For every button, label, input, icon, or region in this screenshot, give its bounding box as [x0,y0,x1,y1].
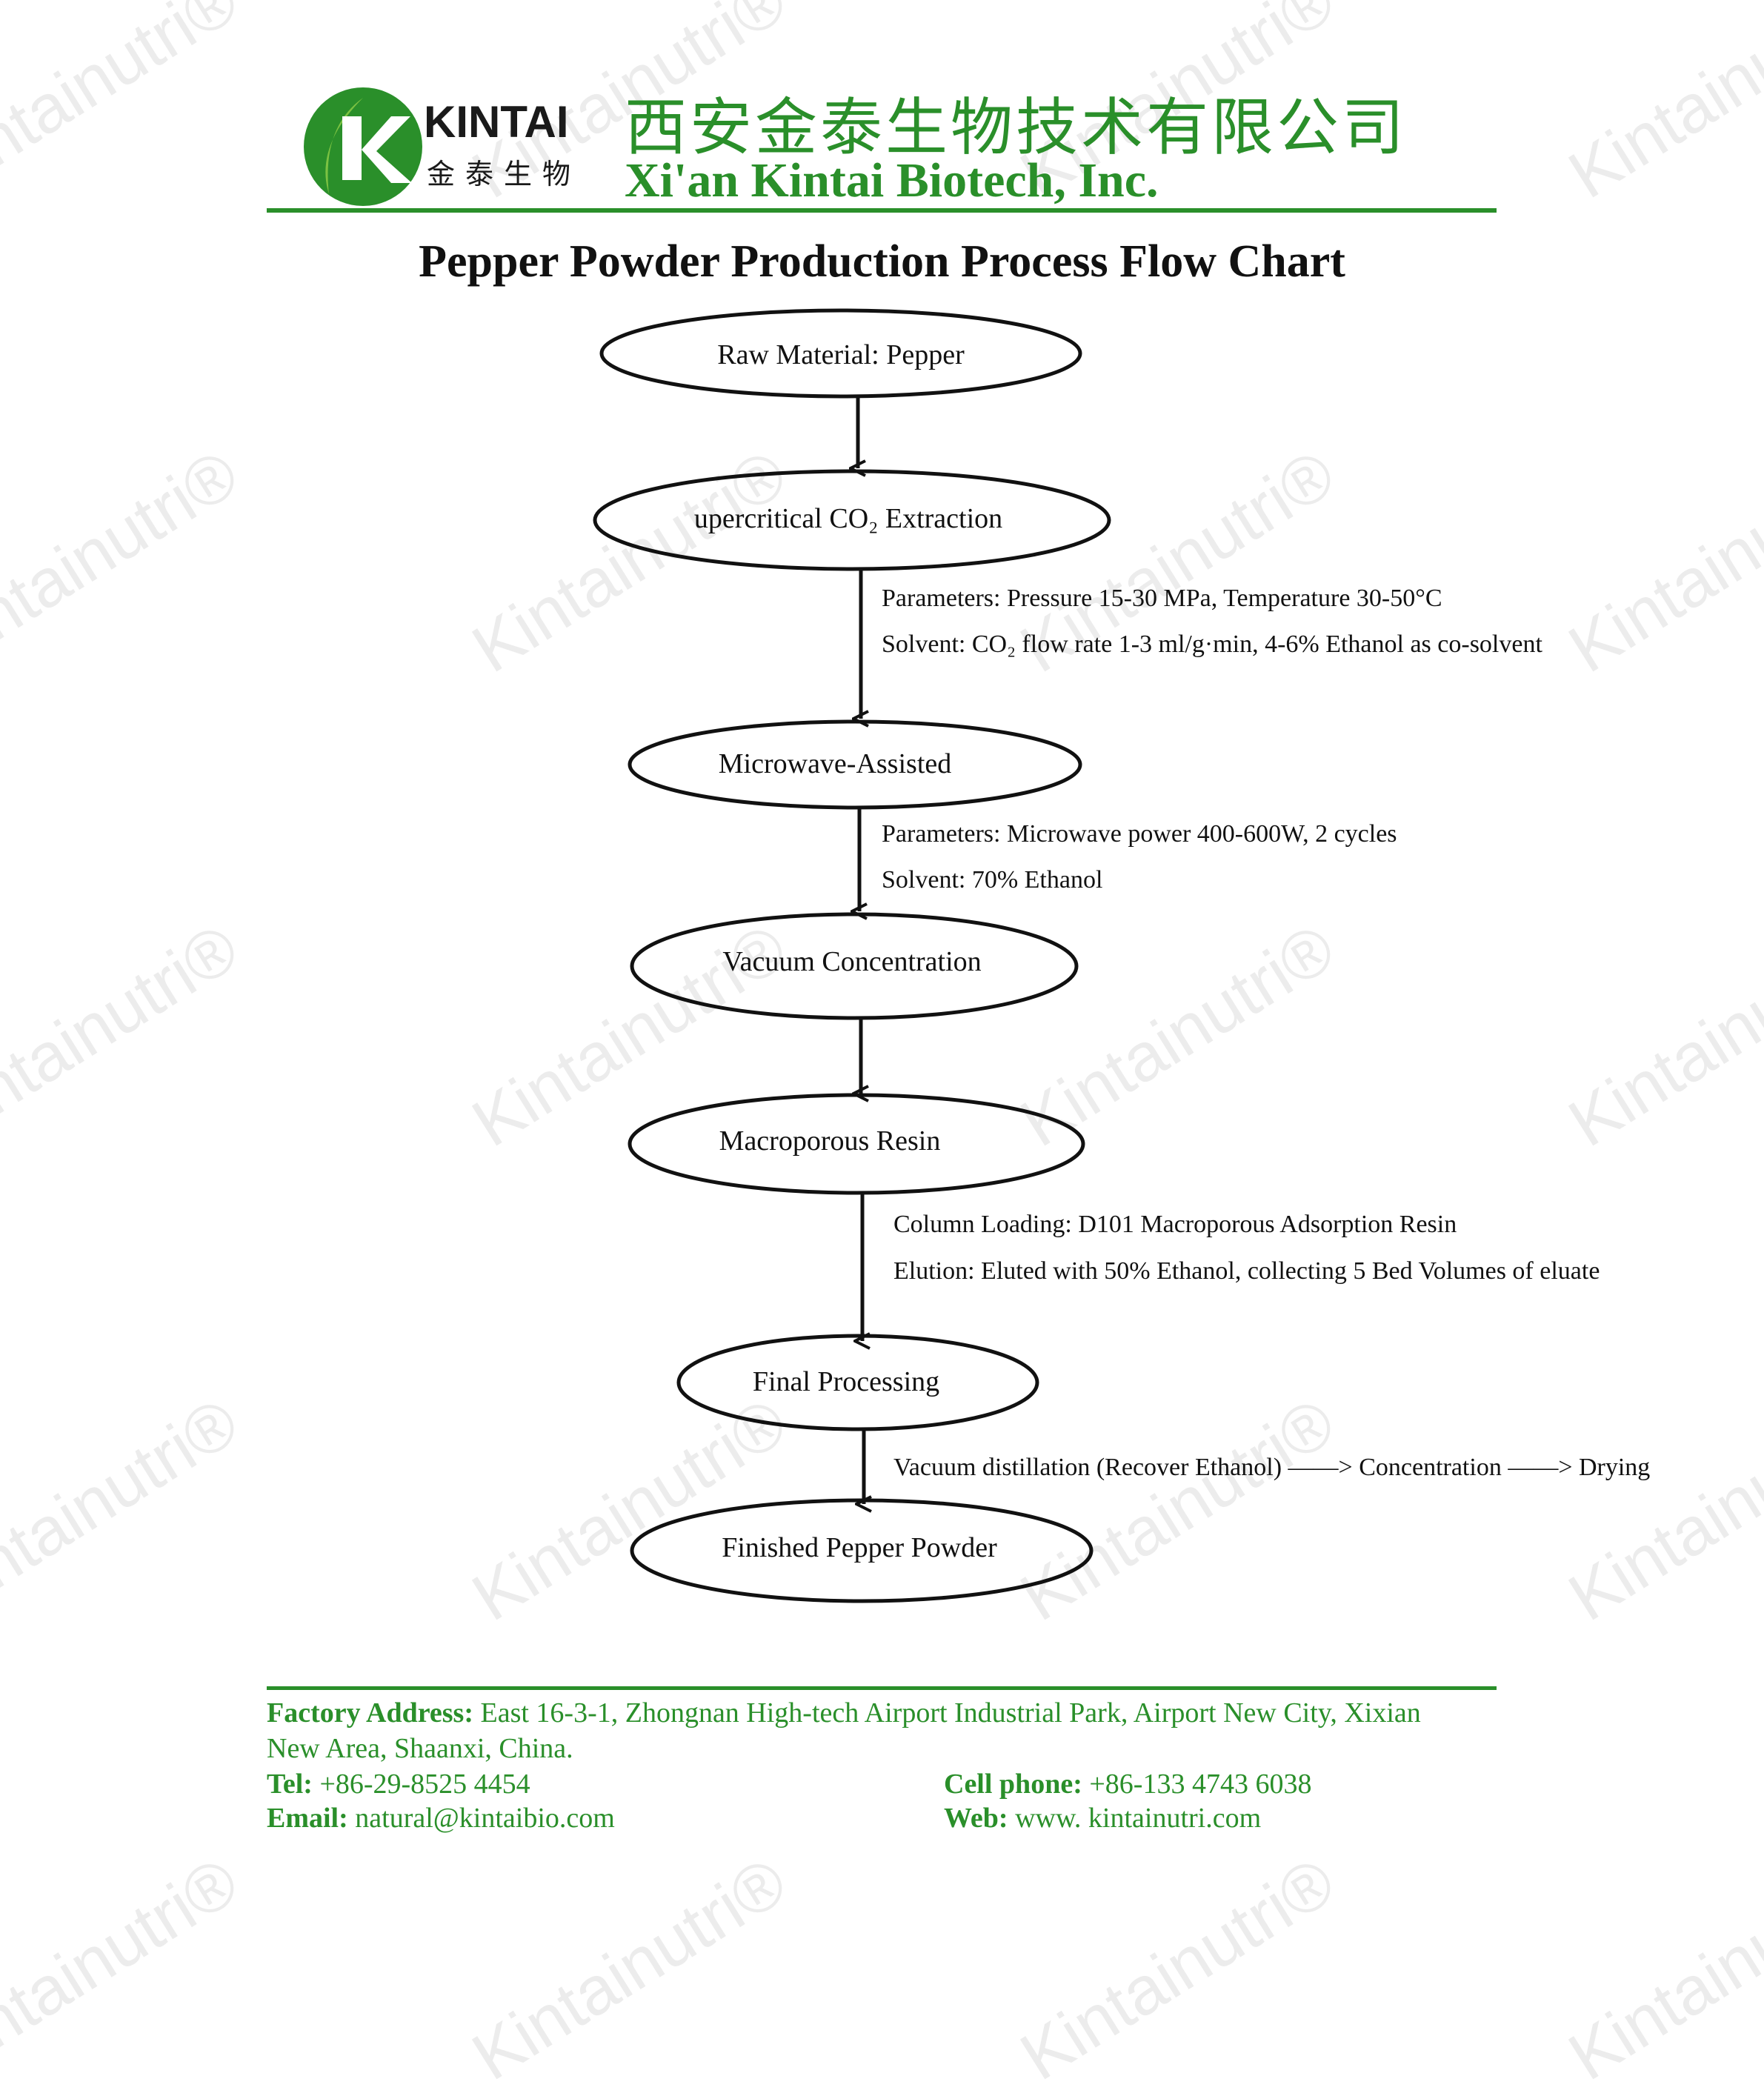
footer-tel: Tel: +86-29-8525 4454 [267,1768,530,1800]
step-macroporous-resin: Macroporous Resin [719,1125,941,1157]
flow-chart [593,308,1111,1603]
cell-value: +86-133 4743 6038 [1089,1769,1312,1800]
logo-text: KINTAI [424,97,569,147]
kintai-logo: KINTAI 金泰生物 [299,83,588,210]
step-raw-material-shape [599,308,1082,399]
address-line2: New Area, Shaanxi, China. [267,1733,573,1764]
web-label: Web: [944,1803,1008,1834]
note-final-processing: Vacuum distillation (Recover Ethanol) ——… [893,1454,1651,1481]
note-microwave-parameters: Parameters: Microwave power 400-600W, 2 … [882,820,1397,848]
note-resin-elution: Elution: Eluted with 50% Ethanol, collec… [893,1257,1600,1285]
header-divider [267,208,1497,213]
footer-address: Factory Address: East 16-3-1, Zhongnan H… [267,1697,1421,1729]
step-vacuum-concentration: Vacuum Concentration [722,946,982,977]
footer-divider [267,1686,1497,1690]
company-name-en: Xi'an Kintai Biotech, Inc. [625,153,1159,207]
email-label: Email: [267,1803,348,1834]
step-raw-material: Raw Material: Pepper [717,339,965,370]
step-microwave: Microwave-Assisted [718,748,952,779]
address-label: Factory Address: [267,1697,473,1729]
address-line1: East 16-3-1, Zhongnan High-tech Airport … [480,1697,1421,1729]
note-microwave-solvent: Solvent: 70% Ethanol [882,866,1103,894]
footer-web: Web: www. kintainutri.com [944,1802,1261,1834]
step-co2-extraction: upercritical CO₂ Extraction [693,503,1003,534]
logo-k-emblem-icon [304,87,422,206]
tel-label: Tel: [267,1769,313,1800]
note-co2-parameters: Parameters: Pressure 15-30 MPa, Temperat… [882,585,1442,612]
step-final-processing: Final Processing [752,1366,940,1397]
tel-value: +86-29-8525 4454 [319,1769,530,1800]
note-co2-solvent: Solvent: CO₂ flow rate 1-3 ml/g·min, 4-6… [882,631,1542,658]
company-name-cn: 西安金泰生物技术有限公司 [625,91,1408,164]
web-value[interactable]: www. kintainutri.com [1015,1803,1262,1834]
cell-label: Cell phone: [944,1769,1082,1800]
logo-subtext: 金泰生物 [427,158,582,190]
footer-cell: Cell phone: +86-133 4743 6038 [944,1768,1311,1800]
note-resin-loading: Column Loading: D101 Macroporous Adsorpt… [893,1211,1457,1238]
email-value[interactable]: natural@kintaibio.com [355,1803,615,1834]
page-title: Pepper Powder Production Process Flow Ch… [419,236,1345,287]
step-finished-powder: Finished Pepper Powder [722,1532,997,1563]
footer-email: Email: natural@kintaibio.com [267,1802,615,1834]
